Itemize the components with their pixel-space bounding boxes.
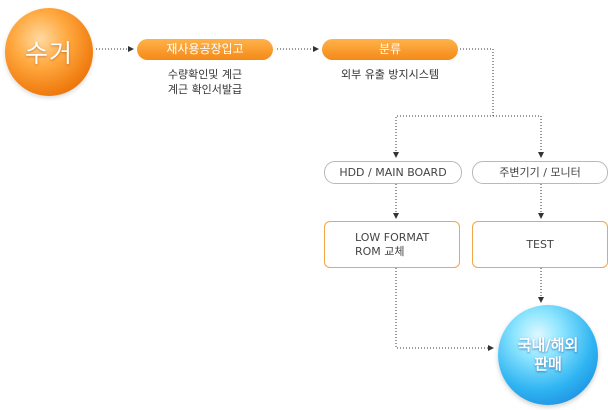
- sales-line-1: 국내/해외: [517, 336, 579, 354]
- classify-caption: 외부 유출 방지시스템: [340, 68, 440, 81]
- factory-caption-line-2: 계근 확인서발급: [167, 83, 243, 96]
- test-box: TEST: [472, 221, 608, 268]
- hdd-board-pill: HDD / MAIN BOARD: [324, 161, 462, 184]
- connector-format-sales: [395, 268, 494, 351]
- classify-pill: 분류: [322, 39, 458, 60]
- format-box: LOW FORMAT ROM 교체: [324, 221, 460, 268]
- sales-line-2: 판매: [534, 355, 562, 373]
- factory-intake-caption: 수량확인및 계근 계근 확인서발급: [120, 67, 290, 97]
- peripherals-label: 주변기기 / 모니터: [499, 166, 581, 179]
- collect-orb: 수거: [5, 8, 93, 96]
- format-line-1: LOW FORMAT: [355, 230, 430, 244]
- connector-branch-peripherals: [493, 115, 544, 158]
- factory-caption-line-1: 수량확인및 계근: [167, 68, 243, 81]
- factory-intake-label: 재사용공장입고: [166, 42, 244, 56]
- sales-orb: 국내/해외 판매: [498, 305, 598, 405]
- format-line-2: ROM 교체: [355, 244, 405, 258]
- peripherals-pill: 주변기기 / 모니터: [472, 161, 608, 184]
- test-label: TEST: [526, 237, 554, 251]
- hdd-board-label: HDD / MAIN BOARD: [339, 166, 447, 179]
- connector-classify-branch: [393, 48, 494, 158]
- classify-label: 분류: [378, 42, 402, 56]
- collect-label: 수거: [24, 39, 73, 68]
- factory-intake-pill: 재사용공장입고: [137, 39, 273, 60]
